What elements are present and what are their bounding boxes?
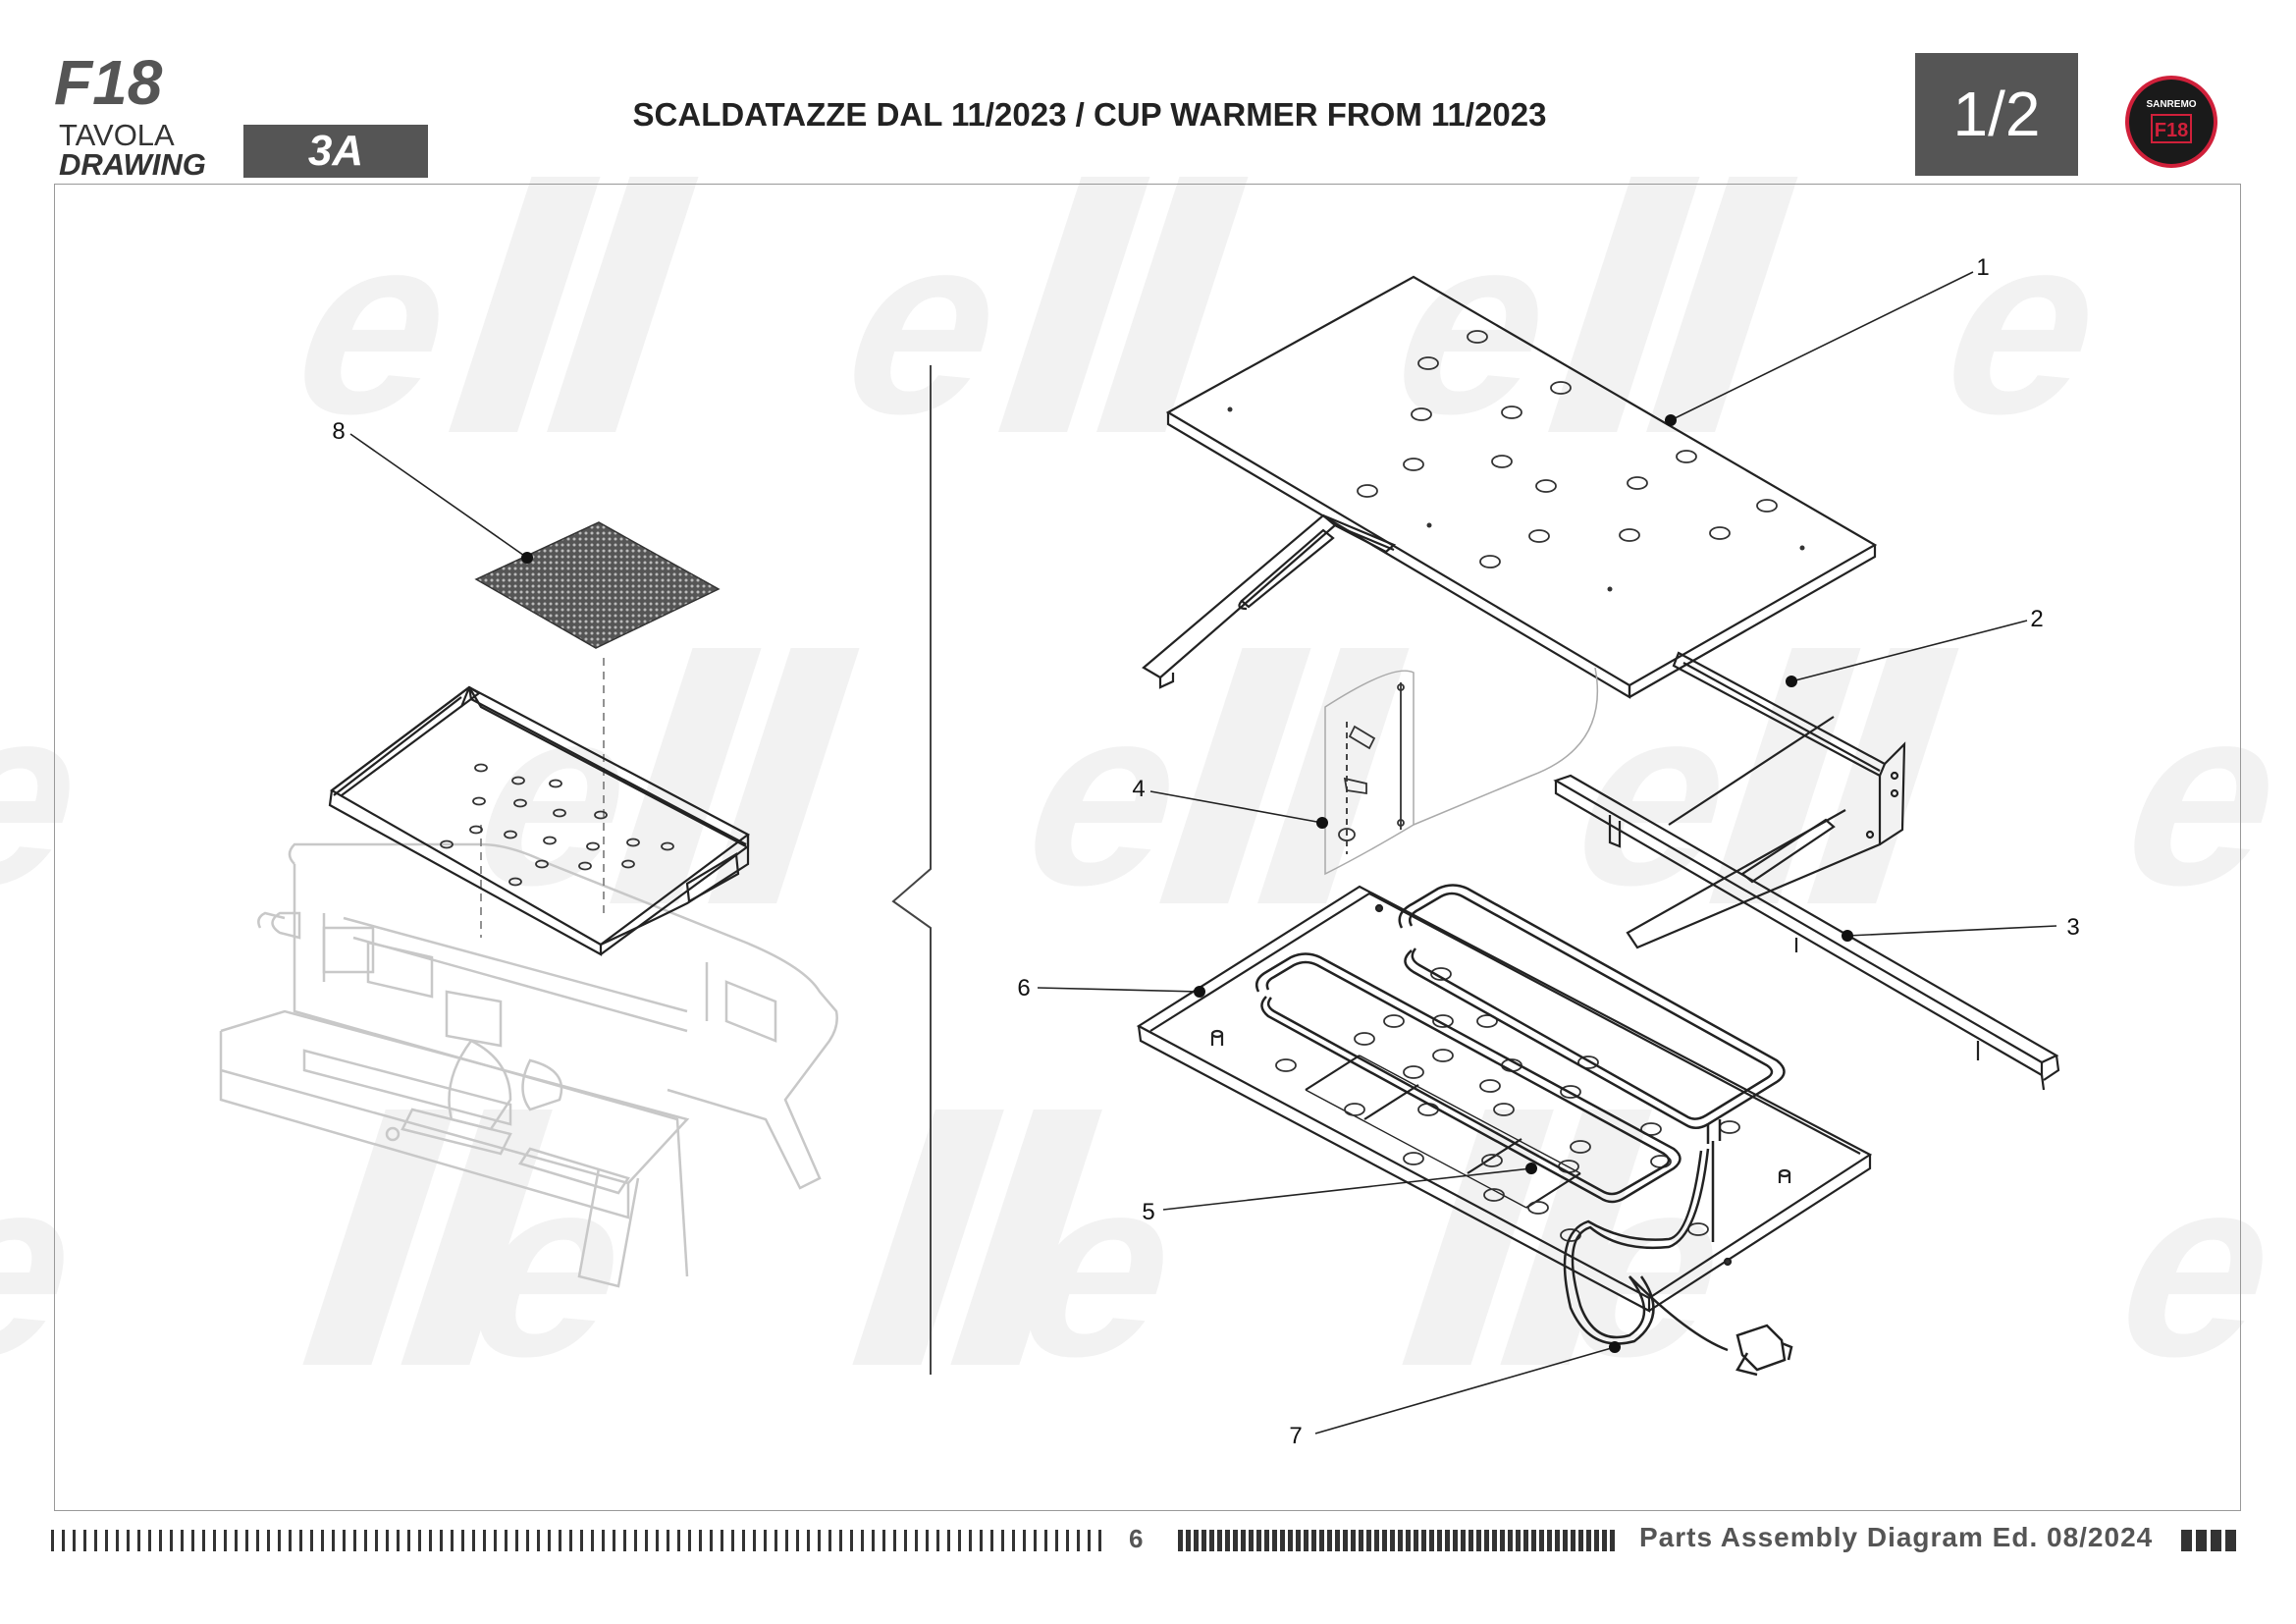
drawing-code-badge: 3A	[243, 125, 428, 178]
logo-model-text: F18	[2155, 120, 2188, 141]
model-name: F18	[54, 47, 163, 118]
machine-body-ghost	[219, 842, 838, 1288]
heating-element	[1255, 884, 1786, 1242]
footer-barcode-right	[2181, 1530, 2236, 1551]
footer-edition: Parts Assembly Diagram Ed. 08/2024	[1639, 1522, 2154, 1552]
callout-6: 6	[1017, 975, 1030, 1001]
footer-barcode-left	[51, 1530, 1101, 1551]
cup-warmer-tray-assembled	[328, 685, 751, 956]
callout-2: 2	[2030, 606, 2043, 632]
logo-brand-text: SANREMO	[2146, 99, 2196, 110]
callout-1: 1	[1976, 254, 1989, 281]
drawing-frame	[54, 184, 2241, 1511]
page-title: SCALDATAZZE DAL 11/2023 / CUP WARMER FRO…	[632, 96, 1547, 133]
mesh-mat	[474, 521, 721, 649]
tray-holes-left	[440, 763, 674, 887]
left-bracket	[1142, 514, 1397, 689]
page-indicator: 1/2	[1915, 53, 2078, 176]
callout-4: 4	[1132, 776, 1145, 802]
top-plate-pins	[1227, 406, 1805, 592]
callout-8: 8	[332, 418, 345, 445]
drawing-label: DRAWING	[59, 147, 206, 182]
power-cable	[1563, 1148, 1793, 1377]
section-divider	[891, 365, 932, 1375]
leader-dots	[521, 414, 1853, 1353]
callout-5: 5	[1142, 1199, 1154, 1225]
brand-logo: SANREMO F18	[2125, 76, 2217, 168]
footer-barcode-mid	[1178, 1530, 1615, 1551]
top-plate-holes	[1357, 330, 1778, 568]
rear-rail	[1553, 774, 2060, 1091]
thermostat-kit	[1324, 667, 1599, 876]
alignment-dashes	[480, 658, 605, 938]
tavola-label: TAVOLA	[59, 118, 175, 152]
top-plate	[1165, 275, 1878, 699]
leader-lines	[349, 271, 2057, 1435]
callout-7: 7	[1289, 1423, 1302, 1449]
base-tray-holes	[1275, 967, 1740, 1242]
base-tray	[1136, 885, 1873, 1313]
footer-page-number: 6	[1129, 1524, 1144, 1553]
callout-3: 3	[2066, 914, 2079, 941]
